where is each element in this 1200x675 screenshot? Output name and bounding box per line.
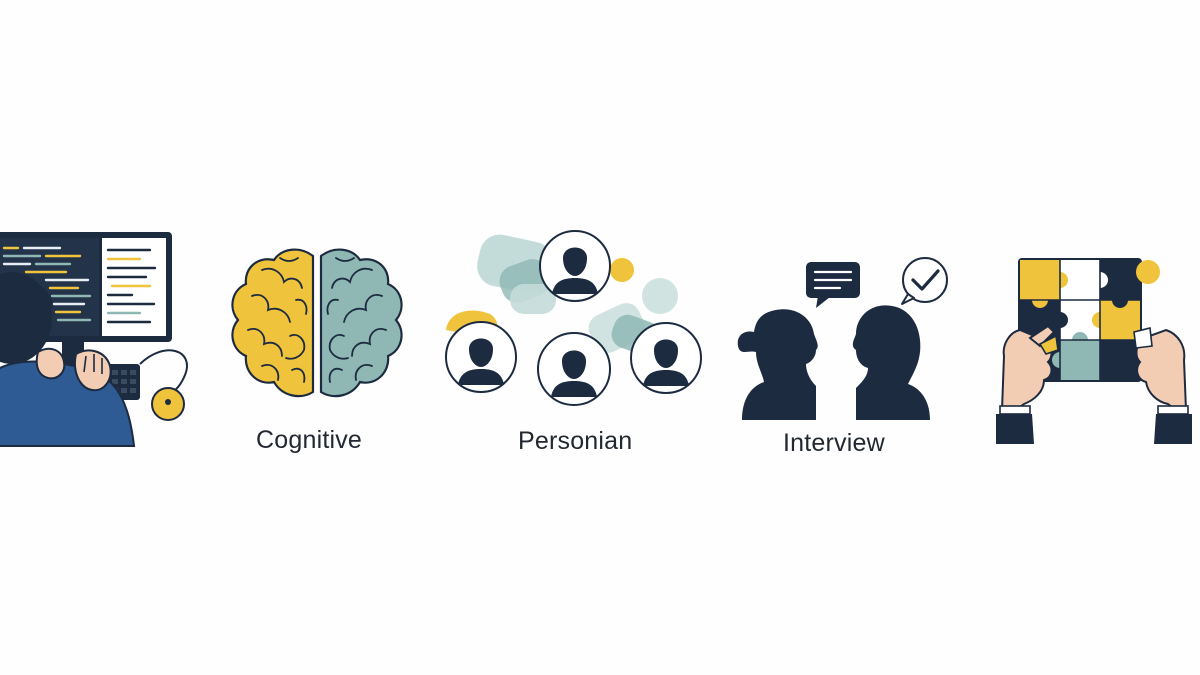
interview-conversation-icon	[737, 257, 948, 420]
label-interview: Interview	[783, 429, 885, 457]
person-at-computer-icon	[0, 232, 188, 447]
speech-bubble-icon	[806, 262, 860, 308]
label-cognitive: Cognitive	[256, 426, 363, 454]
user-network-icon	[445, 230, 702, 406]
brain-icon	[231, 248, 403, 398]
label-personian: Personian	[518, 427, 633, 455]
puzzle-hands-icon	[996, 258, 1192, 444]
checkmark-bubble-icon	[901, 257, 948, 305]
